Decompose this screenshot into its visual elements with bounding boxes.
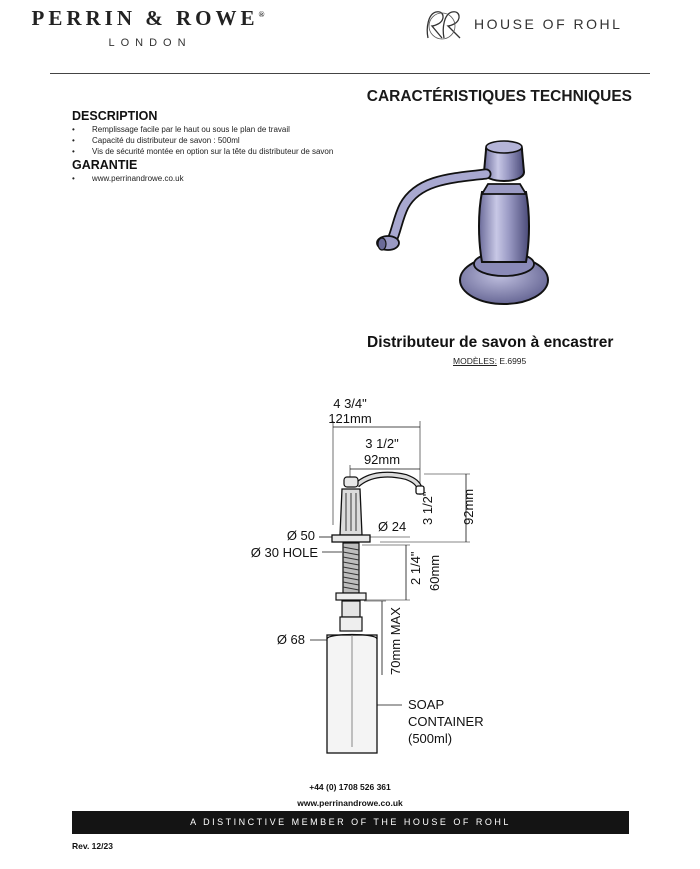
warranty-list: •www.perrinandrowe.co.uk bbox=[72, 173, 392, 184]
list-item: •www.perrinandrowe.co.uk bbox=[72, 174, 184, 183]
shank-mm-label: 60mm bbox=[427, 555, 442, 591]
phone-number: +44 (0) 1708 526 361 bbox=[309, 782, 391, 792]
brand-name: PERRIN & ROWE® bbox=[31, 6, 269, 30]
description-list: •Remplissage facile par le haut ou sous … bbox=[72, 124, 392, 157]
reach-mm-label: 92mm bbox=[364, 452, 400, 467]
website-link[interactable]: www.perrinandrowe.co.uk bbox=[297, 798, 403, 808]
container-label-3: (500ml) bbox=[408, 731, 452, 746]
width-mm-label: 121mm bbox=[328, 411, 371, 426]
height-inch-label: 3 1/2" bbox=[420, 491, 435, 525]
height-mm-label: 92mm bbox=[461, 489, 476, 525]
container-label-2: CONTAINER bbox=[408, 714, 484, 729]
bottle-cap bbox=[341, 600, 361, 618]
list-item: •Remplissage facile par le haut ou sous … bbox=[72, 125, 290, 134]
product-name: Distributeur de savon à encastrer bbox=[367, 334, 614, 351]
reach-inch-label: 3 1/2" bbox=[365, 436, 399, 451]
warranty-heading: GARANTIE bbox=[72, 158, 138, 172]
container-label-1: SOAP bbox=[408, 697, 444, 712]
max-depth-label: 70mm MAX bbox=[388, 607, 403, 675]
product-illustration bbox=[376, 140, 549, 305]
partner-name: HOUSE OF ROHL bbox=[474, 16, 623, 32]
brand-logo: PERRIN & ROWE® LONDON bbox=[0, 6, 300, 49]
base-plate bbox=[331, 534, 371, 543]
width-inch-label: 4 3/4" bbox=[333, 396, 367, 411]
base-diameter-label: Ø 50 bbox=[287, 528, 315, 543]
description-heading: DESCRIPTION bbox=[72, 109, 158, 123]
shank-inch-label: 2 1/4" bbox=[408, 551, 423, 585]
brand-location: LONDON bbox=[108, 37, 192, 49]
header-divider bbox=[50, 73, 650, 74]
threaded-shank bbox=[342, 542, 360, 594]
model-number: MODÈLES: E.6995 bbox=[453, 356, 527, 366]
nut bbox=[335, 592, 367, 601]
stem-diameter-label: Ø 24 bbox=[378, 519, 406, 534]
list-item: •Capacité du distributeur de savon : 500… bbox=[72, 136, 240, 145]
bottle-diameter-label: Ø 68 bbox=[277, 632, 305, 647]
hole-label: Ø 30 HOLE bbox=[251, 545, 319, 560]
footer-banner: A DISTINCTIVE MEMBER OF THE HOUSE OF ROH… bbox=[72, 811, 629, 834]
house-of-rohl-logo: HOUSE OF ROHL bbox=[422, 8, 642, 42]
pump-head bbox=[343, 476, 359, 488]
page-title: CARACTÉRISTIQUES TECHNIQUES bbox=[366, 88, 632, 105]
technical-drawing: 4 3/4" 121mm 3 1/2" 92mm 3 1/2" 92mm Ø 5… bbox=[251, 396, 484, 754]
revision-label: Rev. 12/23 bbox=[72, 841, 113, 851]
rr-monogram-icon bbox=[426, 11, 461, 40]
list-item: •Vis de sécurité montée en option sur la… bbox=[72, 147, 334, 156]
spout bbox=[354, 471, 423, 491]
